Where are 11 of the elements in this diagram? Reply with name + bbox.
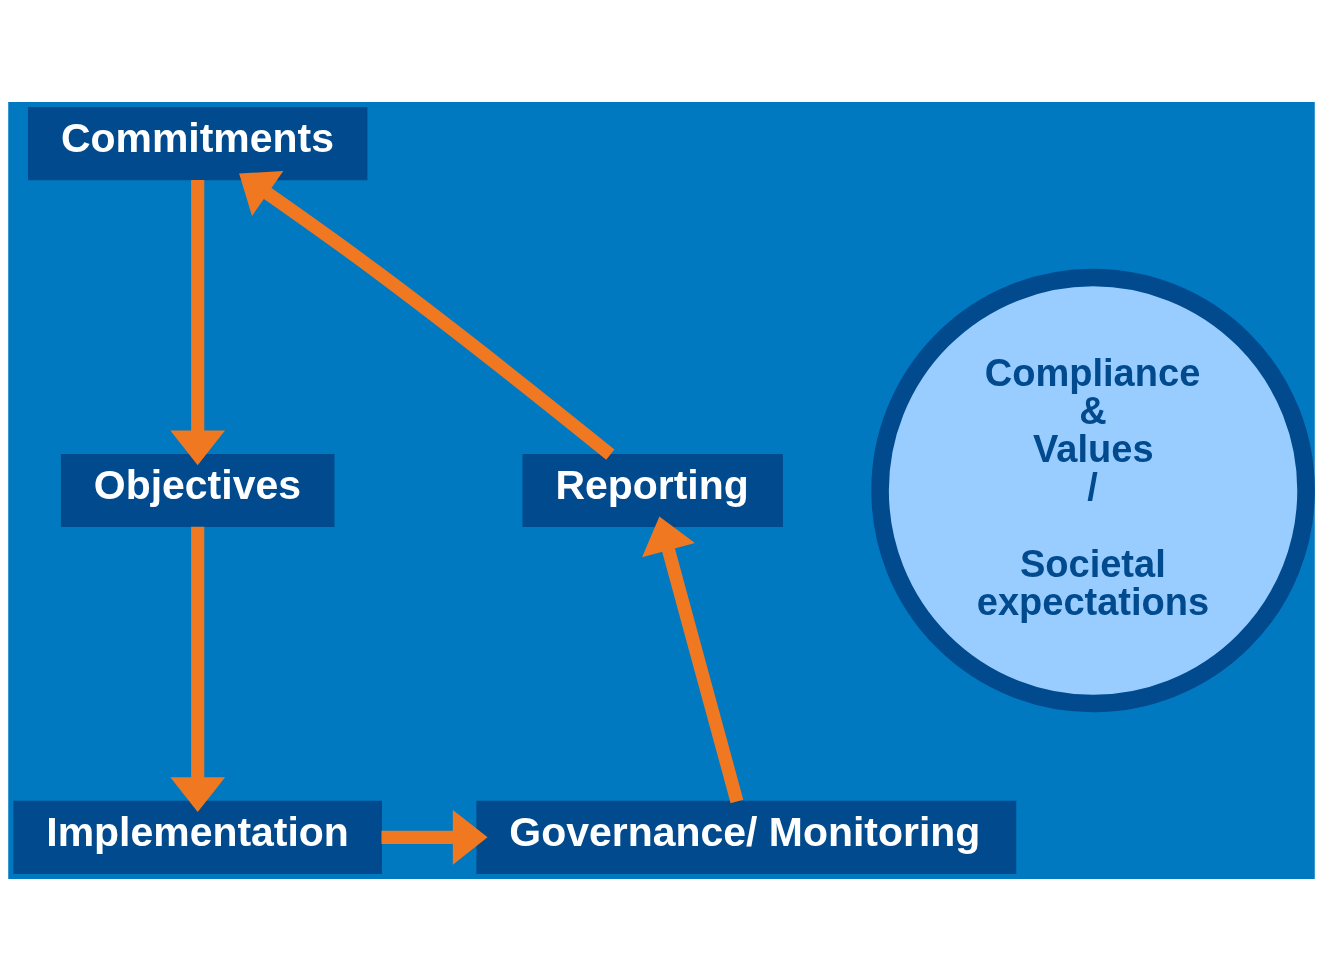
- node-box: Governance/ Monitoring: [476, 800, 1017, 874]
- arrow: [170, 179, 226, 465]
- arrow: [239, 170, 615, 460]
- node-box: Implementation: [13, 800, 383, 874]
- node-box: Objectives: [60, 453, 335, 527]
- node-circle: Compliance & Values / Societal expectations: [871, 268, 1315, 712]
- arrow: [381, 809, 488, 865]
- node-box: Commitments: [28, 106, 368, 180]
- node-box: Reporting: [522, 453, 783, 527]
- arrow: [170, 526, 226, 812]
- arrow: [642, 516, 744, 803]
